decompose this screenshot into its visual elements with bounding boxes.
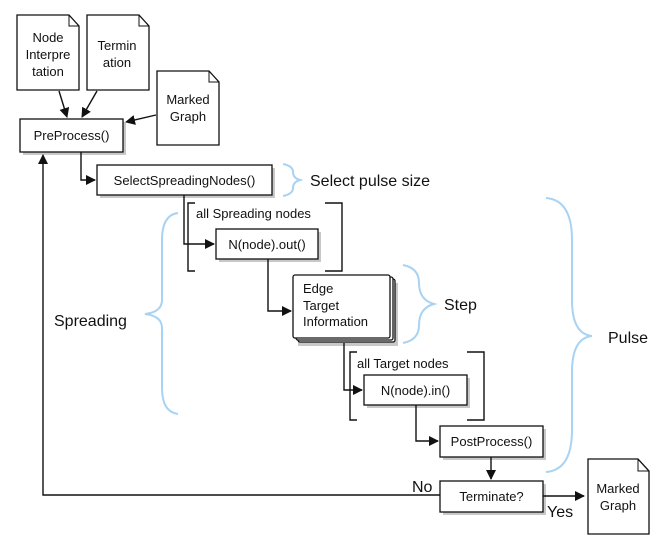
arrow-preprocess-to-select (80, 152, 96, 185)
step-select-spreading-nodes-label: SelectSpreadingNodes() (114, 173, 256, 188)
loop-spreading-bracket-left (187, 202, 195, 272)
arrow-select-to-node-out (183, 195, 215, 249)
step-terminate-label: Terminate? (459, 489, 523, 504)
loop-target-bracket-left (349, 351, 357, 421)
data-edge-target-information: Edge Target Information (292, 274, 398, 346)
loop-spreading-bracket-right (325, 202, 343, 272)
doc-node-interpretation-line1: Node (32, 30, 63, 45)
arrow-no-loop-to-preprocess (38, 154, 440, 496)
doc-marked-graph-input: Marked Graph (156, 70, 220, 146)
doc-termination-line1: Termin (97, 38, 136, 53)
arrow-edge-info-to-node-in (343, 343, 363, 395)
brace-select-pulse-size (282, 163, 304, 197)
doc-node-interpretation-line2: Interpre (26, 47, 71, 62)
arrow-marked-graph-to-preprocess (125, 114, 157, 125)
edge-info-line1: Edge (303, 281, 333, 296)
doc-marked-graph-input-line2: Graph (170, 109, 206, 124)
edge-label-yes: Yes (547, 504, 573, 521)
step-terminate: Terminate? (439, 480, 546, 515)
doc-marked-graph-output-line2: Graph (600, 498, 636, 513)
loop-target-bracket-right (467, 351, 485, 421)
edge-info-line3: Information (303, 314, 368, 329)
doc-node-interpretation: Node Interpre tation (16, 14, 80, 91)
arrow-node-interpretation-to-preprocess (58, 90, 70, 118)
step-select-spreading-nodes: SelectSpreadingNodes() (96, 164, 275, 198)
edge-info-line2: Target (303, 298, 340, 313)
step-preprocess: PreProcess() (19, 118, 126, 155)
doc-marked-graph-input-line1: Marked (166, 92, 209, 107)
step-preprocess-label: PreProcess() (34, 128, 110, 143)
doc-termination: Termin ation (86, 14, 150, 91)
annotation-spreading: Spreading (54, 313, 127, 330)
step-node-in: N(node).in() (363, 374, 470, 408)
doc-node-interpretation-line3: tation (32, 64, 64, 79)
doc-marked-graph-output-line1: Marked (596, 481, 639, 496)
annotation-select-pulse-size: Select pulse size (310, 173, 430, 190)
brace-step (402, 264, 438, 344)
step-node-out: N(node).out() (215, 228, 321, 262)
arrow-node-in-to-postprocess (415, 405, 439, 446)
annotation-pulse: Pulse (608, 330, 648, 347)
step-node-in-label: N(node).in() (381, 383, 450, 398)
arrow-termination-to-preprocess (81, 90, 98, 118)
arrow-node-out-to-edge-info (267, 259, 292, 316)
edge-label-no: No (412, 479, 433, 496)
doc-marked-graph-output: Marked Graph (587, 458, 650, 535)
loop-spreading-label: all Spreading nodes (196, 206, 311, 221)
doc-termination-line2: ation (103, 55, 131, 70)
step-postprocess: PostProcess() (439, 425, 546, 460)
step-node-out-label: N(node).out() (228, 237, 305, 252)
brace-spreading (144, 212, 179, 415)
loop-target-label: all Target nodes (357, 356, 449, 371)
brace-pulse (545, 197, 593, 473)
step-postprocess-label: PostProcess() (451, 434, 533, 449)
annotation-step: Step (444, 297, 477, 314)
